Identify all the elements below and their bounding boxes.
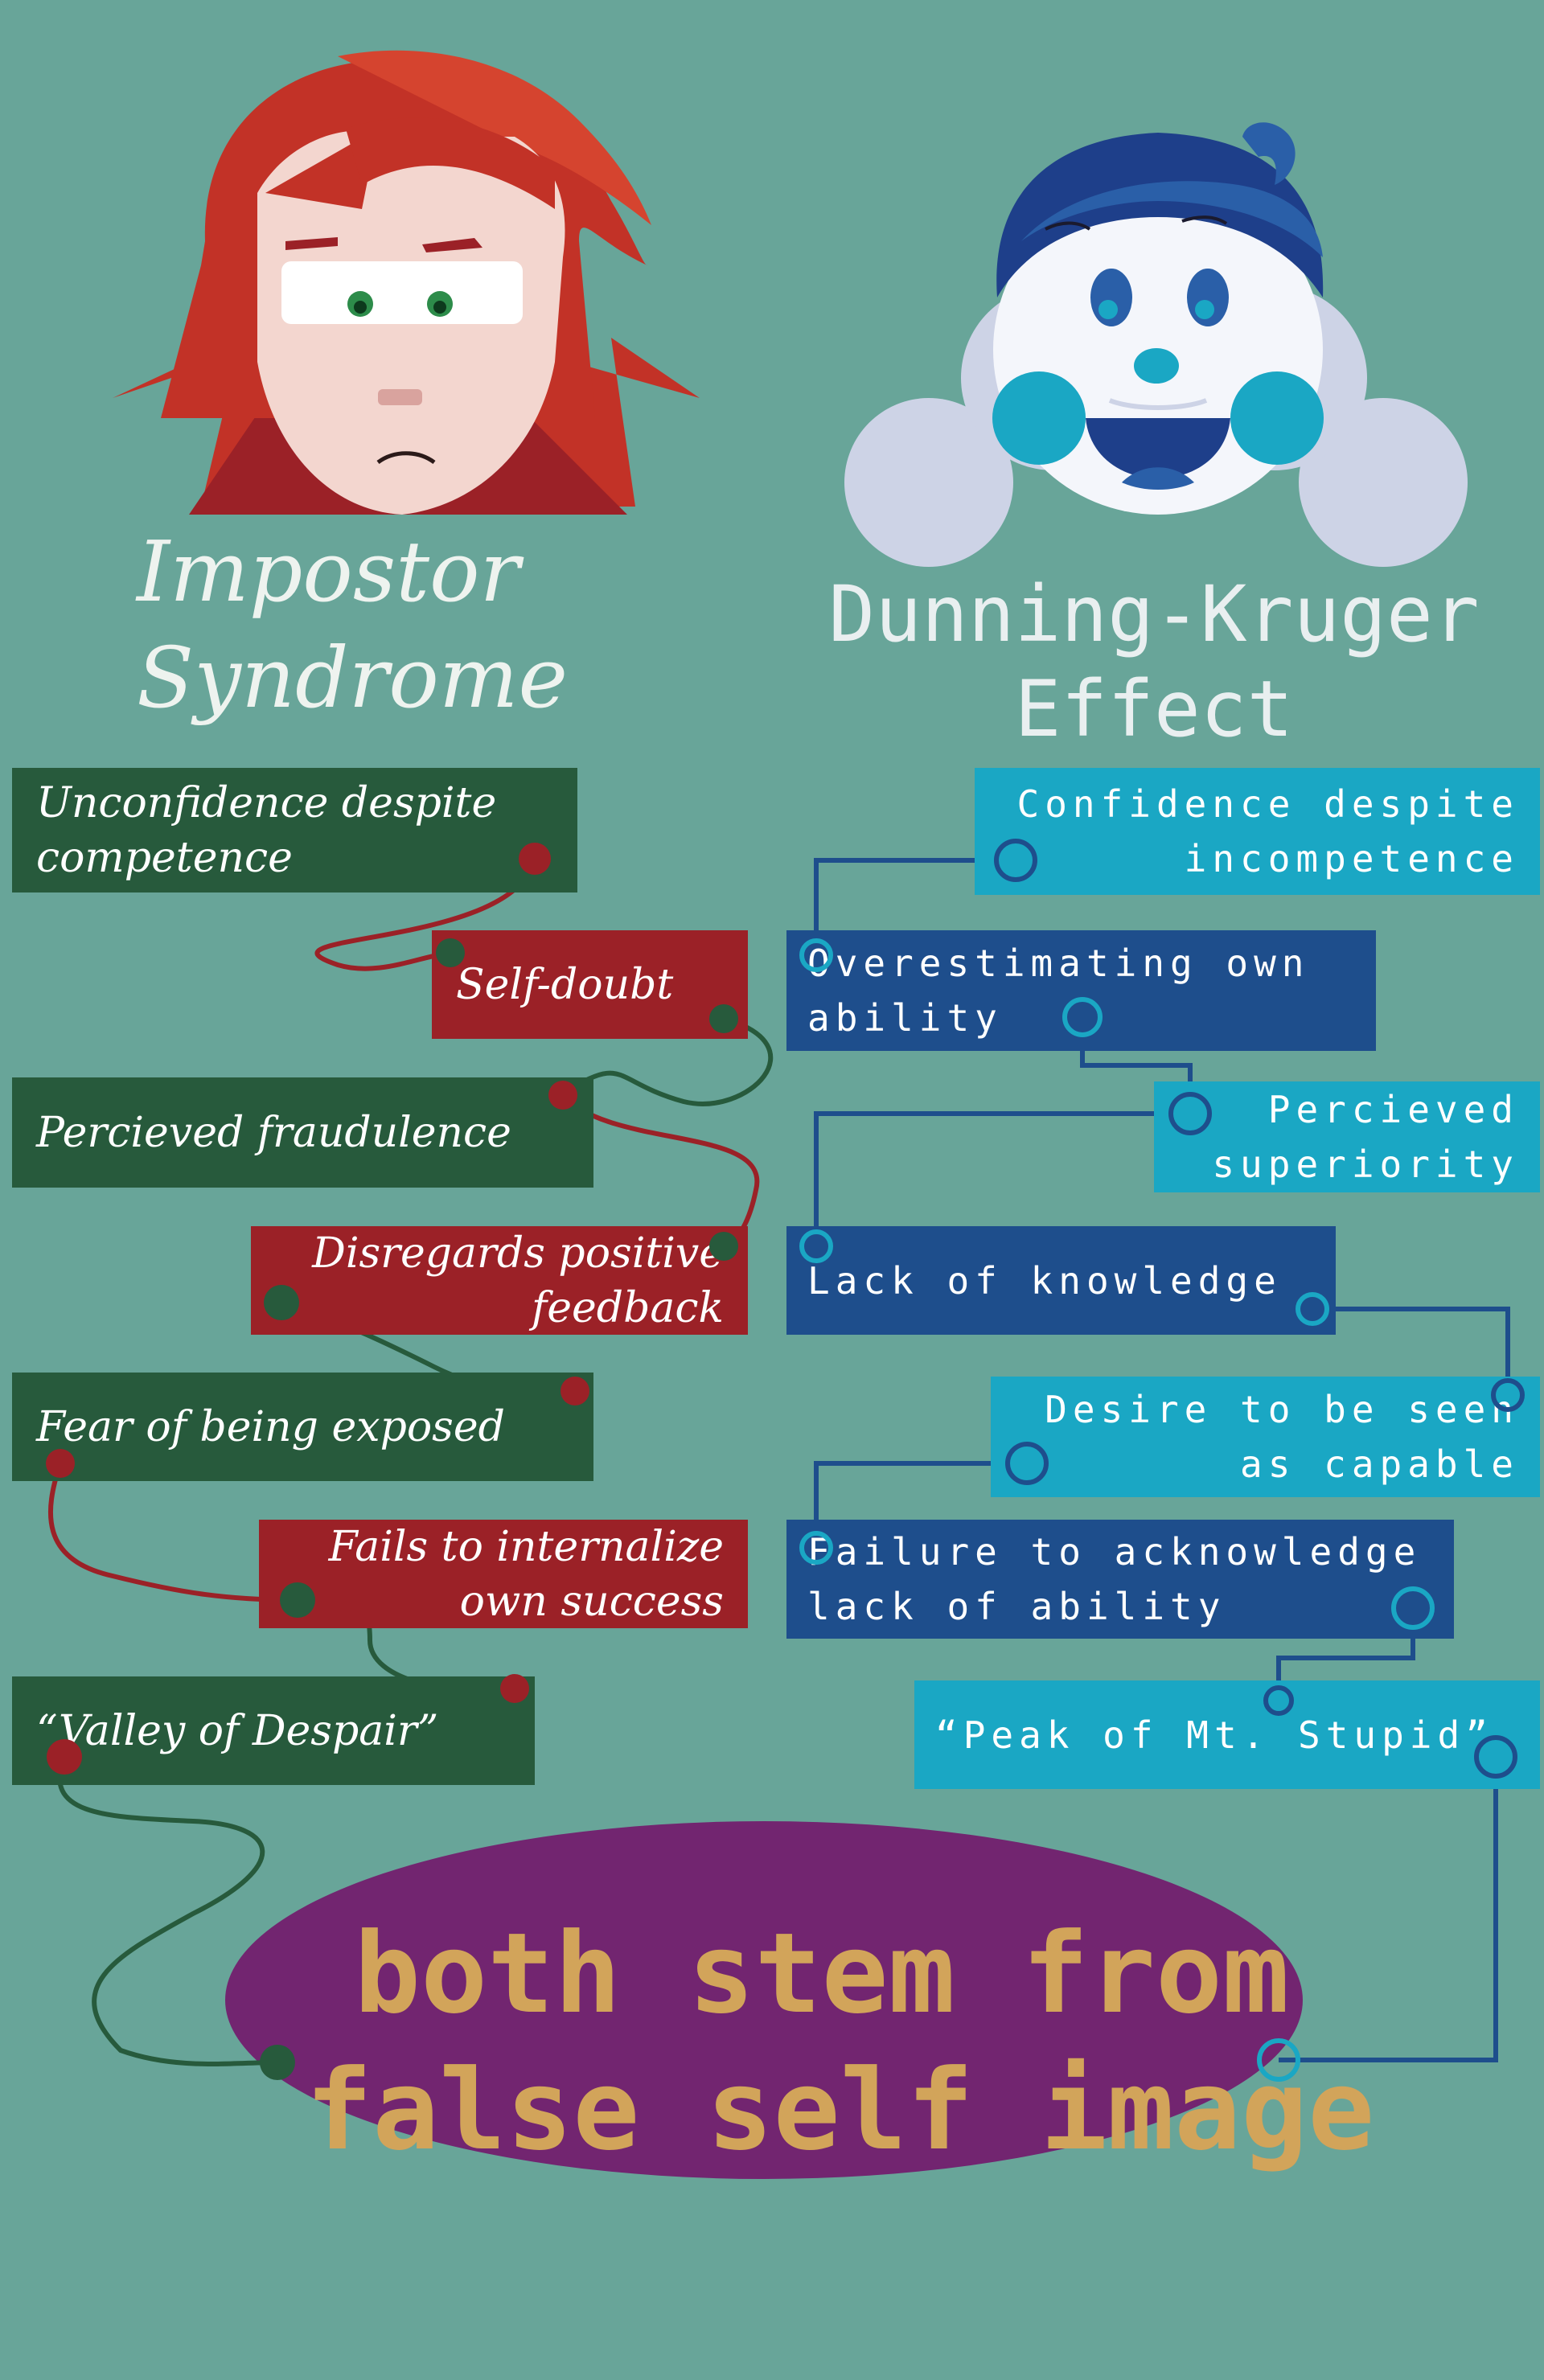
dunning-kruger-item-7: “Peak of Mt. Stupid” [914,1680,1540,1789]
item-line: own success [459,1577,724,1626]
item-line: Percieved [1267,1088,1519,1131]
conclusion-line: false self image [306,2046,1375,2175]
item-line: superiority [1212,1143,1519,1186]
dunning-kruger-item-6: Failure to acknowledge lack of ability [786,1520,1454,1639]
impostor-item-3: Percieved fraudulence [12,1077,593,1188]
conclusion-line: both stem from [354,1909,1290,2038]
dunning-kruger-item-2: Overestimating own ability [786,930,1376,1051]
conclusion-ellipse [225,1821,1303,2179]
impostor-item-7: “Valley of Despair” [12,1676,535,1785]
item-line: Fails to internalize [328,1522,724,1571]
item-line: incompetence [1184,837,1519,880]
item-line: Percieved fraudulence [36,1108,511,1157]
dunning-kruger-item-5: Desire to be seen as capable [991,1377,1540,1497]
impostor-item-6: Fails to internalize own success [259,1520,748,1628]
item-line: Confidence despite [1016,782,1519,826]
title-line: Effect [1014,664,1294,754]
right-connectors [814,858,1510,2062]
impostor-item-5: Fear of being exposed [12,1373,593,1481]
item-line: Self-doubt [456,960,674,1009]
title-line: Dunning-Kruger [828,569,1480,659]
item-line: as capable [1240,1442,1519,1486]
item-line: “Peak of Mt. Stupid” [935,1713,1493,1757]
item-line: Unconfidence despite [36,778,497,827]
title-line: Impostor [137,523,520,621]
item-line: competence [36,833,293,882]
conclusion-text: both stem from false self image [306,1906,1375,2179]
dunning-kruger-character-icon [844,122,1468,567]
item-line: feedback [531,1283,724,1332]
impostor-syndrome-title: Impostor Syndrome [137,519,700,731]
right-connector-dots [799,839,1525,2082]
item-line: Desire to be seen [1045,1388,1519,1431]
item-line: “Valley of Despair” [36,1706,439,1755]
impostor-item-2: Self-doubt [432,930,748,1039]
title-line: Syndrome [137,629,569,727]
item-line: Failure to acknowledge [807,1530,1422,1574]
item-line: Fear of being exposed [36,1402,505,1451]
dunning-kruger-title: Dunning-Kruger Effect [820,567,1488,757]
impostor-item-1: Unconfidence despite competence [12,768,577,892]
item-line: Disregards positive [312,1229,724,1278]
item-line: Lack of knowledge [807,1258,1282,1303]
impostor-item-4: Disregards positive feedback [251,1226,748,1335]
item-line: ability [807,996,1003,1040]
dunning-kruger-item-3: Percieved superiority [1154,1081,1540,1192]
left-connector-dots [46,843,738,2080]
dunning-kruger-item-1: Confidence despite incompetence [975,768,1540,895]
left-connectors [47,858,774,2066]
item-line: lack of ability [807,1585,1226,1628]
dunning-kruger-item-4: Lack of knowledge [786,1226,1336,1335]
impostor-character-icon [113,50,700,515]
item-line: Overestimating own [807,942,1310,985]
